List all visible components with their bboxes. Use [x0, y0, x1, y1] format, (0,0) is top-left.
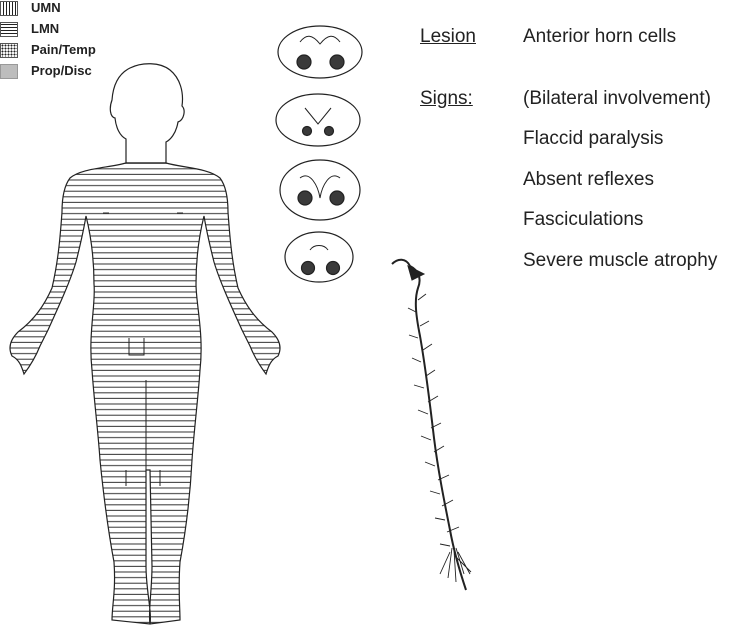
- signs-heading: Signs:: [420, 88, 473, 109]
- sign-item: Flaccid paralysis: [523, 128, 664, 149]
- legend-item-lmn: LMN: [0, 21, 120, 37]
- lesion-heading: Lesion: [420, 26, 476, 47]
- sign-item: (Bilateral involvement): [523, 88, 711, 109]
- pain-temp-swatch: [0, 43, 18, 58]
- lmn-swatch: [0, 22, 18, 37]
- body-lmn-region: [9, 162, 281, 625]
- lesion-value: Anterior horn cells: [523, 26, 677, 47]
- anterior-horn-lesion-left: [301, 125, 313, 137]
- spinal-cord-sections: [275, 25, 363, 283]
- umn-swatch: [0, 1, 18, 16]
- anterior-horn-lesion-left: [296, 54, 312, 70]
- anterior-horn-lesion-left: [297, 190, 313, 206]
- anterior-horn-lesion-left: [300, 260, 316, 276]
- sign-item: Absent reflexes: [523, 169, 654, 190]
- legend-item-pain-temp: Pain/Temp: [0, 42, 120, 58]
- prop-disc-swatch: [0, 64, 18, 79]
- anterior-horn-lesion-right: [323, 125, 335, 137]
- head-neck-unshaded: [109, 63, 185, 164]
- anterior-horn-lesion-right: [325, 260, 341, 276]
- sign-item: Fasciculations: [523, 209, 644, 230]
- legend-label-prop-disc: Prop/Disc: [31, 63, 92, 78]
- spinal-section-sacral: [284, 231, 354, 283]
- legend-label-umn: UMN: [31, 0, 61, 15]
- spinal-section-thoracic: [275, 93, 361, 147]
- legend-label-pain-temp: Pain/Temp: [31, 42, 96, 57]
- legend-item-umn: UMN: [0, 0, 120, 16]
- nerve-fiber: [391, 258, 472, 591]
- anterior-horn-lesion-right: [329, 54, 345, 70]
- spinal-section-lumbar: [279, 159, 361, 221]
- body-figure: [9, 63, 281, 625]
- legend-label-lmn: LMN: [31, 21, 60, 36]
- spinal-section-cervical: [277, 25, 363, 79]
- sign-item: Severe muscle atrophy: [523, 250, 718, 271]
- legend-item-prop-disc: Prop/Disc: [0, 63, 120, 79]
- anterior-horn-lesion-right: [329, 190, 345, 206]
